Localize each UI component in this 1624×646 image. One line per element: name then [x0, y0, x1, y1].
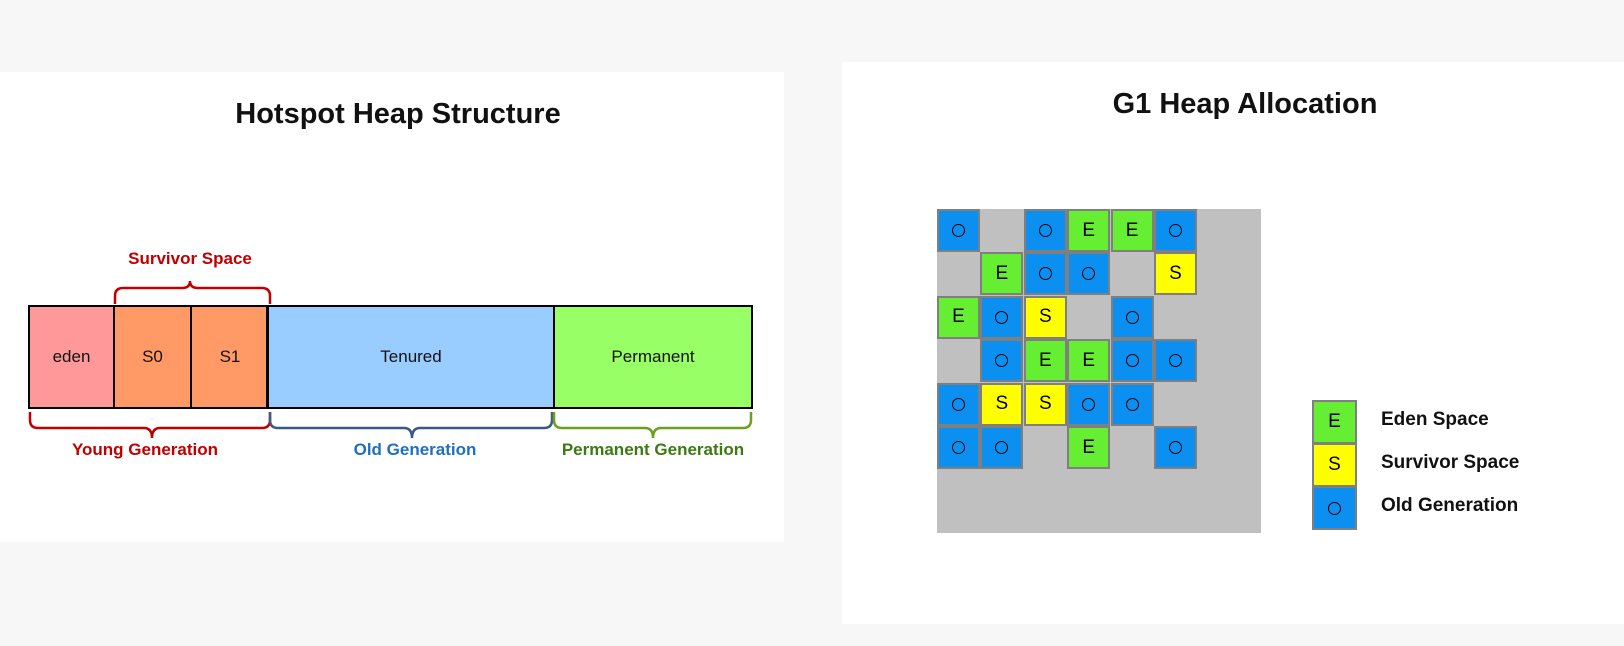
g1-region-survivor: S: [980, 382, 1024, 426]
circle-icon: [995, 354, 1009, 368]
g1-region-old: [937, 382, 980, 426]
circle-icon: [995, 310, 1009, 324]
g1-region-old: [1067, 252, 1111, 296]
circle-icon: [952, 397, 965, 411]
young-brace: [28, 412, 272, 439]
permanent-segment: Permanent: [553, 305, 753, 409]
g1-region-survivor: S: [1023, 382, 1067, 426]
g1-region-old: [1154, 339, 1197, 383]
old-generation-label: Old Generation: [353, 440, 477, 459]
g1-title: G1 Heap Allocation: [1112, 88, 1378, 120]
circle-icon: [952, 224, 965, 237]
circle-icon: [1125, 354, 1139, 368]
g1-region-old: [980, 426, 1024, 469]
legend-swatch-eden: E: [1312, 400, 1357, 444]
young-generation-label: Young Generation: [71, 440, 219, 459]
g1-region-eden: E: [937, 295, 980, 339]
hotspot-title: Hotspot Heap Structure: [235, 98, 561, 130]
survivor-space-label: Survivor Space: [128, 249, 252, 268]
g1-region-old: [937, 426, 980, 469]
circle-icon: [1169, 441, 1182, 454]
circle-icon: [1328, 501, 1341, 515]
circle-icon: [1082, 267, 1096, 281]
g1-region-old: [1110, 382, 1154, 426]
g1-region-old: [980, 339, 1024, 383]
circle-icon: [1038, 224, 1052, 237]
g1-region-eden: E: [1110, 209, 1154, 252]
circle-icon: [995, 441, 1009, 454]
g1-region-old: [1154, 209, 1197, 252]
g1-region-old: [1110, 339, 1154, 383]
g1-region-eden: E: [980, 252, 1024, 296]
g1-region-old: [1110, 295, 1154, 339]
g1-region-eden: E: [1023, 339, 1067, 383]
permanent-generation-label: Permanent Generation: [561, 440, 745, 459]
legend-swatch-old: [1312, 486, 1357, 530]
circle-icon: [1169, 224, 1182, 237]
legend-label-old: Old Generation: [1381, 495, 1519, 516]
g1-region-old: [937, 209, 980, 252]
legend-label-eden: Eden Space: [1381, 409, 1489, 430]
generation-braces: [28, 280, 753, 439]
circle-icon: [952, 441, 965, 454]
permanent-brace: [552, 412, 753, 439]
eden-segment: eden: [28, 305, 115, 409]
g1-region-eden: E: [1067, 426, 1111, 469]
g1-region-eden: E: [1067, 339, 1111, 383]
tenured-segment: Tenured: [266, 305, 555, 409]
survivor-brace: [113, 280, 272, 304]
g1-region-old: [980, 295, 1024, 339]
old-brace: [268, 412, 554, 439]
g1-region-eden: E: [1067, 209, 1111, 252]
circle-icon: [1125, 397, 1139, 411]
g1-region-old: [1023, 252, 1067, 296]
g1-region-survivor: S: [1023, 295, 1067, 339]
g1-region-old: [1154, 426, 1197, 469]
g1-region-old: [1023, 209, 1067, 252]
circle-icon: [1038, 267, 1052, 281]
legend-swatch-survivor: S: [1312, 443, 1357, 487]
g1-region-survivor: S: [1154, 252, 1197, 296]
circle-icon: [1125, 310, 1139, 324]
circle-icon: [1169, 354, 1182, 368]
circle-icon: [1082, 397, 1096, 411]
legend-label-survivor: Survivor Space: [1381, 452, 1520, 473]
g1-region-old: [1067, 382, 1111, 426]
